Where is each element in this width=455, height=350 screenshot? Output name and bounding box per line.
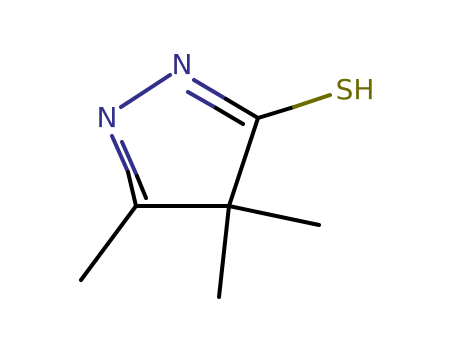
atom-label-n2: N <box>172 48 193 81</box>
bond-n2-c5-b <box>224 97 260 120</box>
bond-n1-c3-inner2 <box>135 174 148 200</box>
bond-c5-c4 <box>227 116 260 208</box>
bond-c5-s-sulfur <box>292 93 332 109</box>
bond-n1-n2 <box>119 73 172 109</box>
bond-n2-c5-inner2 <box>214 106 245 126</box>
bond-c5-s-carbon <box>256 105 296 120</box>
bond-c3-methyl <box>79 204 138 282</box>
atom-label-sh: SH <box>336 73 375 106</box>
bond-n1-c3-a <box>110 134 130 174</box>
bond-n2-c5-inner <box>186 90 218 110</box>
bond-n1-c3-b <box>126 170 138 208</box>
bond-c4-methyl-down <box>217 204 231 299</box>
bond-c4-methyl-right <box>227 204 321 227</box>
bond-n2-c5-a <box>192 78 228 101</box>
atom-label-n1: N <box>97 101 118 134</box>
bond-n1-c3-inner <box>120 140 139 178</box>
